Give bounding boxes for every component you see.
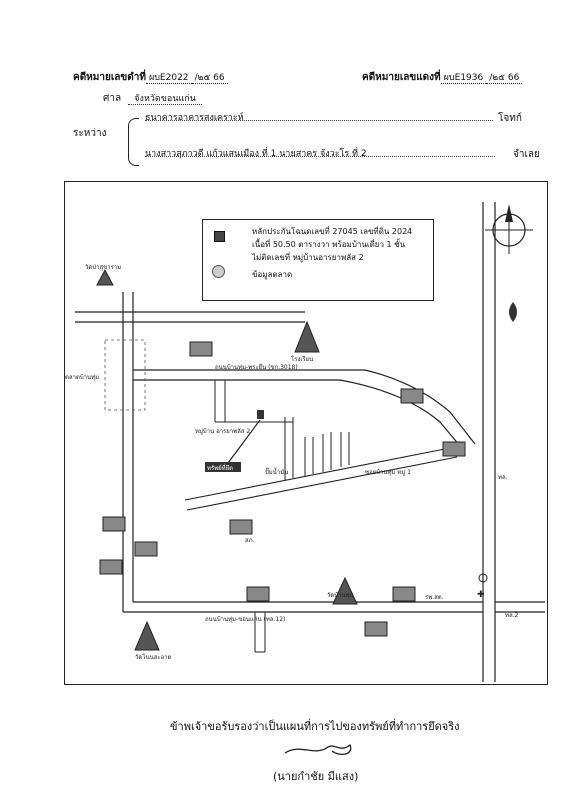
map-drawing: ✚ bbox=[75, 202, 545, 682]
curve-road-a bbox=[364, 369, 476, 445]
soi-road-b bbox=[186, 456, 458, 511]
red-case-year: /๒๕ 66 bbox=[486, 73, 523, 84]
house-icon bbox=[102, 516, 126, 532]
temple-icon-mid bbox=[332, 576, 358, 605]
label-market: ตลาดบ้านทุ่ม bbox=[65, 374, 100, 381]
gas-station-icon bbox=[478, 573, 488, 583]
black-case-line: คดีหมายเลขดำที่ผบE2022/๒๕ 66 bbox=[73, 70, 228, 85]
legend-line-2: เนื้อที่ 50.50 ตารางวา พร้อมบ้านเดี่ยว 1… bbox=[252, 240, 406, 249]
between-label: ระหว่าง bbox=[73, 128, 107, 139]
collateral-square-icon bbox=[214, 231, 225, 242]
defendant-names: นางสาวสุภาวดี แก้วแสนเมือง ที่ 1 นายสาคร… bbox=[145, 149, 367, 159]
red-case-number: ผบE1936 bbox=[440, 73, 487, 84]
plaintiff-role: โจทก์ bbox=[498, 113, 522, 124]
house-icon bbox=[246, 586, 270, 602]
label-road-right: ทล. bbox=[498, 474, 508, 481]
map-legend: หลักประกันโฉนดเลขที่ 27045 เลขที่ดิน 202… bbox=[202, 219, 434, 301]
label-gas: ปั๊มน้ำมัน bbox=[265, 469, 289, 476]
signature bbox=[284, 743, 352, 756]
black-case-year: /๒๕ 66 bbox=[191, 73, 228, 84]
house-icon bbox=[189, 341, 213, 357]
label-subject: ทรัพย์ที่ยึด bbox=[207, 465, 234, 472]
market-data-circle-icon bbox=[212, 265, 225, 278]
svg-text:✚: ✚ bbox=[477, 590, 485, 600]
defendant-role: จำเลย bbox=[513, 149, 540, 160]
subject-pointer bbox=[224, 419, 261, 468]
signatory-name: (นายกำชัย มีแสง) bbox=[273, 770, 359, 783]
temple-icon bbox=[294, 320, 320, 353]
temple-icon-bl bbox=[134, 620, 160, 651]
court-name: จังหวัดขอนแก่น bbox=[128, 94, 202, 105]
house-icon bbox=[392, 586, 416, 602]
temple-icon-top bbox=[96, 268, 114, 286]
red-case-line: คดีหมายเลขแดงที่ผบE1936/๒๕ 66 bbox=[362, 70, 523, 85]
house-icon bbox=[99, 559, 123, 575]
subject-property-marker bbox=[257, 410, 264, 419]
plaintiff-dotline bbox=[145, 120, 493, 121]
court-line: ศาล จังหวัดขอนแก่น bbox=[103, 91, 202, 106]
label-village: หมู่บ้าน อารยาพลัส 2 bbox=[195, 428, 251, 435]
house-icon bbox=[364, 621, 388, 637]
house-icon bbox=[229, 519, 253, 535]
soi-road-a bbox=[184, 446, 456, 501]
flame-icon bbox=[509, 302, 517, 322]
house-icon bbox=[400, 388, 424, 404]
label-temple-mid: วัดบ้านทุ่ม bbox=[327, 592, 354, 599]
defendant-dotline bbox=[145, 156, 495, 157]
label-hospital: รพ.สต. bbox=[425, 594, 444, 601]
house-icon bbox=[134, 541, 158, 557]
label-road-right2: ทล.2 bbox=[505, 612, 519, 619]
legend-line-1: หลักประกันโฉนดเลขที่ 27045 เลขที่ดิน 202… bbox=[252, 227, 413, 236]
label-road-bottom: ถนนบ้านทุ่ม-ขอนแก่น (ทล.12) bbox=[205, 616, 286, 623]
black-case-label: คดีหมายเลขดำที่ bbox=[73, 72, 146, 83]
court-label: ศาล bbox=[103, 93, 122, 104]
label-school: โรงเรียน bbox=[291, 356, 314, 363]
certification-text: ข้าพเจ้าขอรับรองว่าเป็นแผนที่การไปของทรั… bbox=[170, 720, 460, 733]
label-soi: ซอยบ้านทุ่ม หมู่ 1 bbox=[365, 469, 411, 476]
subject-label-box bbox=[205, 462, 241, 472]
label-police: สภ. bbox=[245, 537, 255, 544]
legend-line-4: ข้อมูลตลาด bbox=[252, 270, 293, 279]
plaintiff-name: ธนาคารอาคารสงเคราะห์ bbox=[145, 113, 244, 123]
red-case-label: คดีหมายเลขแดงที่ bbox=[362, 72, 441, 83]
house-icon bbox=[442, 441, 466, 457]
black-case-number: ผบE2022 bbox=[145, 73, 192, 84]
label-temple-bl: วัดโนนสะอาด bbox=[135, 654, 172, 661]
label-road-top: ถนนบ้านทุ่ม-พระยืน (ขก.3018) bbox=[215, 364, 298, 371]
location-map: ✚ หลักประกันโฉนดเลขที่ 27045 เลขที่ดิน 2… bbox=[64, 181, 548, 685]
between-brace bbox=[128, 118, 139, 166]
legend-line-3: ไม่ติดเลขที่ หมู่บ้านอารยาพลัส 2 bbox=[252, 253, 364, 262]
label-temple-top: วัดป่าสุขาราม bbox=[85, 264, 122, 271]
